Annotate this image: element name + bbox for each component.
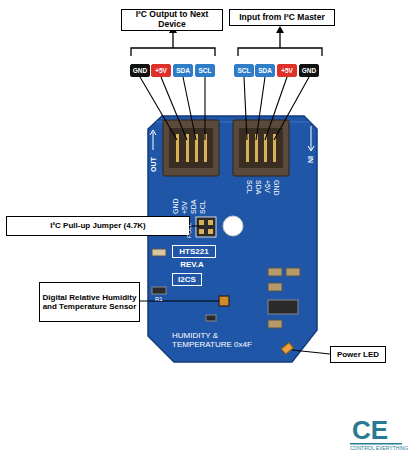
pin-wire: [256, 77, 265, 140]
node-box: +5V: [151, 64, 171, 77]
connector-cavity: [169, 128, 213, 168]
board-label: R1: [155, 296, 163, 303]
node-text: REV.A: [180, 260, 204, 269]
node-box: I2CS: [172, 273, 202, 286]
node-box: SCL: [195, 64, 215, 77]
board-label: GND: [172, 198, 180, 214]
pin-wire: [204, 77, 205, 140]
pin-wire: [161, 77, 187, 140]
board-label: CONTROL EVERYTHING: [350, 446, 408, 452]
connector-out: [163, 120, 219, 176]
silk-arrow: [150, 130, 156, 150]
node-text: SCL: [199, 67, 212, 74]
node-box: Power LED: [330, 346, 386, 363]
board-label: PULL: [186, 223, 193, 238]
bracket-right: [238, 48, 322, 56]
connector-cavity: [239, 128, 283, 168]
leader-line: [140, 226, 330, 354]
sensor-chip: [219, 296, 229, 306]
smd-capacitor: [286, 268, 300, 276]
jumper-pin: [208, 229, 213, 234]
board-label: CE: [352, 416, 388, 445]
node-box: SDA: [173, 64, 193, 77]
node-text: I²C Pull-up Jumper (4.7K): [50, 221, 146, 230]
jumper-header: [196, 217, 216, 237]
node-box: SCL: [234, 64, 254, 77]
pin-wire: [274, 77, 309, 140]
leader-line: [140, 301, 219, 302]
connector-housing: [163, 120, 219, 176]
jumper-pin: [199, 229, 204, 234]
board-label: +5V: [181, 201, 189, 214]
node-text: Digital Relative Humidity and Temperatur…: [40, 293, 139, 311]
board-label: IN: [306, 156, 314, 163]
board-label: GND: [272, 180, 280, 196]
silk-arrow: [308, 126, 314, 151]
board-label: SCL: [245, 180, 253, 194]
node-text: HTS221: [179, 247, 208, 256]
node-text: I2CS: [178, 275, 196, 284]
mounting-hole: [223, 216, 243, 236]
node-text: SDA: [258, 67, 272, 74]
jumper-pins: [199, 220, 213, 234]
node-box: GND: [130, 64, 150, 77]
jumper-pin: [199, 220, 204, 225]
leader-line: [292, 350, 330, 354]
node-text: GND: [133, 67, 147, 74]
board-label: SCL: [199, 200, 207, 214]
board-label: +5V: [263, 180, 271, 193]
node-box: SDA: [255, 64, 275, 77]
arrow-head: [276, 26, 284, 33]
node-text: GND: [302, 67, 316, 74]
pin-wire: [244, 77, 247, 140]
node-box: Input from I²C Master: [229, 9, 335, 26]
node-text: SDA: [176, 67, 190, 74]
node-box: Digital Relative Humidity and Temperatur…: [39, 282, 140, 322]
node-text: I²C Output to Next Device: [122, 10, 222, 30]
board-label: SDA: [190, 200, 198, 214]
bracket-stem: [172, 31, 173, 48]
node-text: Power LED: [337, 350, 379, 359]
node-box: HTS221: [172, 245, 216, 258]
pin-wire: [140, 77, 177, 140]
smd-capacitor: [268, 283, 282, 291]
power-led: [281, 342, 293, 354]
node-text: +5V: [155, 67, 167, 74]
node-text: SCL: [238, 67, 251, 74]
bracket: [131, 31, 322, 56]
node-box: I²C Pull-up Jumper (4.7K): [6, 216, 190, 236]
node-box: I²C Output to Next Device: [121, 9, 223, 31]
smd-capacitor: [268, 268, 282, 276]
pin-wire: [265, 77, 287, 140]
node-text: +5V: [281, 67, 293, 74]
board-label: SDA: [254, 180, 262, 194]
board-label: HUMIDITY & TEMPERATURE 0x4F: [172, 332, 272, 350]
bracket-left: [131, 48, 215, 56]
pcb-board: [148, 116, 317, 362]
jumper-pin: [208, 220, 213, 225]
node-text: Input from I²C Master: [239, 13, 324, 23]
smd-resistor: [152, 287, 166, 294]
smd-capacitor: [206, 315, 216, 321]
board-label: OUT: [150, 157, 158, 172]
pin-wire: [140, 77, 309, 140]
pin-wire: [183, 77, 196, 140]
node-box: +5V: [277, 64, 297, 77]
node-box: REV.A: [172, 259, 212, 271]
regulator-chip: [268, 300, 298, 314]
bracket-stem: [279, 31, 280, 48]
smd-capacitor: [268, 320, 282, 328]
node-box: GND: [299, 64, 319, 77]
smd-resistor: [152, 249, 166, 256]
